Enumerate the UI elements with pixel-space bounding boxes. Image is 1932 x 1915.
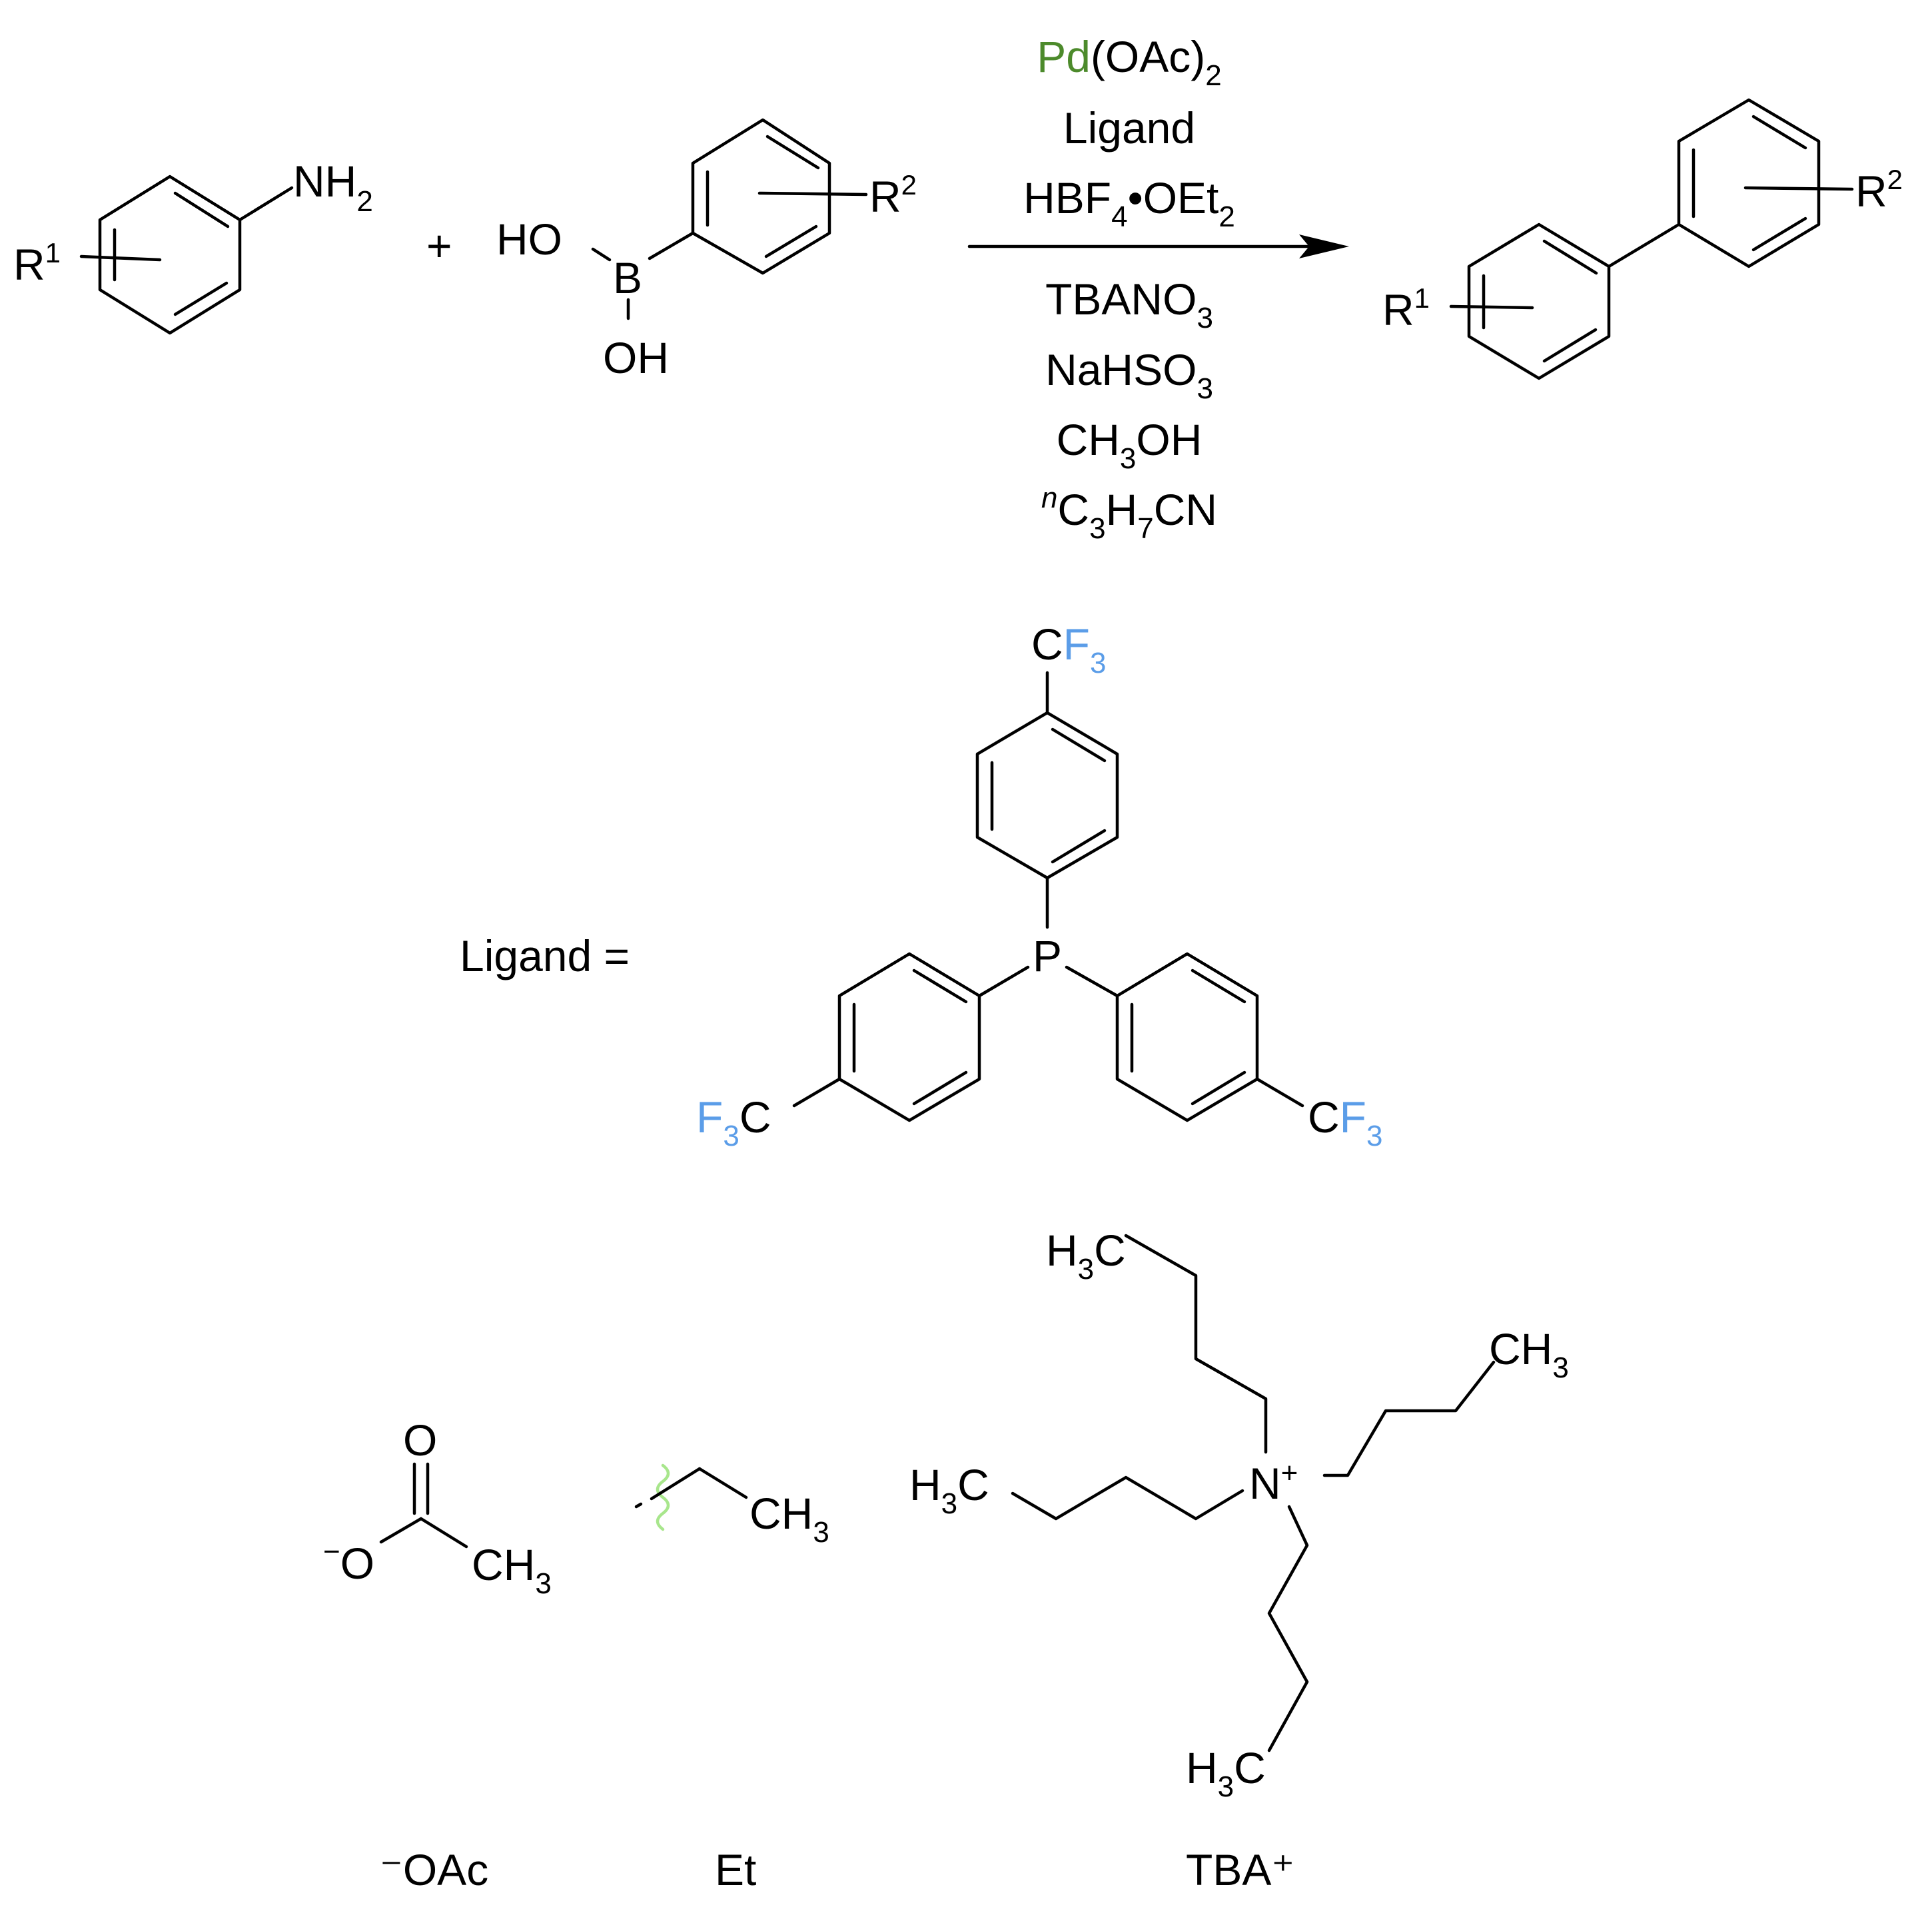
condition-tbano3: TBANO3	[1045, 274, 1213, 334]
acetate-double-o-label: O	[403, 1415, 437, 1465]
acetate-cc-bond	[419, 1517, 468, 1549]
boronic-acid-b-label: B	[613, 253, 642, 302]
aniline-cn-bond	[238, 186, 294, 222]
ligand-structure: CF3 P F3C CF3	[696, 619, 1382, 1152]
tba-left-h3c-label: H3C	[909, 1460, 989, 1520]
acetate-single-o-label: −O	[323, 1535, 374, 1588]
boronic-acid: HO B OH R2	[496, 118, 917, 382]
tba-butyl-chain-right	[1322, 1360, 1496, 1477]
acetate-caption: ⁻OAc	[380, 1845, 488, 1894]
ethyl-ch2-bond	[650, 1467, 702, 1501]
tba-butyl-chain-lower	[1267, 1505, 1309, 1752]
ligand-left-cf3-bond	[792, 1077, 841, 1108]
condition-pd-oac2: Pd(OAc)2	[1037, 32, 1222, 92]
product-biaryl-bond	[1607, 222, 1681, 268]
aniline-r1-label: R1	[13, 237, 61, 289]
ligand-definition-label: Ligand =	[460, 931, 630, 980]
ligand-top-ring	[975, 711, 1119, 880]
product-r2-bond	[1743, 186, 1854, 191]
ligand-right-cf3-label: CF3	[1308, 1092, 1382, 1152]
ethyl-structure: CH3	[634, 1463, 829, 1549]
boronic-acid-ring-double-bond	[764, 224, 818, 258]
boronic-acid-ho-label: HO	[496, 214, 562, 264]
ligand-right-cf3-bond	[1255, 1077, 1304, 1108]
aniline-ring-double-bond	[173, 191, 230, 228]
tba-right-ch3-label: CH3	[1489, 1324, 1569, 1384]
conditions-below: TBANO3 NaHSO3 CH3OH nC3H7CN	[1041, 274, 1217, 545]
ligand-left-cf3-label: F3C	[696, 1092, 771, 1152]
product-r1-label: R1	[1382, 282, 1430, 334]
tba-upper-h3c-label: H3C	[1046, 1226, 1126, 1286]
tba-caption: TBA⁺	[1186, 1845, 1294, 1894]
conditions-above: Pd(OAc)2 Ligand HBF4•OEt2	[1023, 32, 1235, 233]
condition-hbf4-oet2: HBF4•OEt2	[1023, 173, 1235, 233]
aniline-nh2-label: NH2	[293, 157, 373, 218]
acetate-ch3-label: CH3	[472, 1540, 552, 1600]
boronic-acid-ring-double-bond	[765, 135, 820, 170]
product-ring-upper	[1677, 98, 1821, 268]
tba-butyl-chain-left	[1011, 1475, 1244, 1521]
ethyl-caption: Et	[715, 1845, 756, 1894]
boronic-acid-r2-label: R2	[869, 169, 917, 221]
condition-ch3oh: CH3OH	[1057, 415, 1203, 475]
ligand-top-cf3-label: CF3	[1031, 619, 1106, 679]
boronic-acid-ring	[691, 118, 831, 275]
tba-lower-h3c-label: H3C	[1186, 1743, 1266, 1803]
boronic-acid-r2-bond	[757, 191, 868, 196]
tba-butyl-chain-upper	[1124, 1234, 1268, 1454]
product-r1-bond	[1449, 304, 1534, 310]
tba-structure: N+ H3C CH3 H3C H3C	[909, 1226, 1569, 1803]
ethyl-cc-bond	[698, 1467, 748, 1499]
boronic-acid-oh-label: OH	[603, 333, 669, 382]
acetate-co-single-bond	[379, 1517, 423, 1544]
ligand-p-right-bond	[1065, 965, 1119, 998]
aniline-ring	[98, 175, 242, 335]
ligand-left-ring	[837, 952, 981, 1122]
ethyl-wavy-bond	[656, 1463, 670, 1531]
biaryl-product: R1 R2	[1382, 98, 1903, 380]
condition-npr-cn: nC3H7CN	[1041, 482, 1217, 545]
aniline: R1 NH2	[13, 157, 373, 335]
condition-ligand: Ligand	[1063, 103, 1195, 153]
boronic-acid-cb-bond	[648, 231, 695, 260]
condition-nahso3: NaHSO3	[1045, 345, 1213, 405]
ligand-phosphorus-label: P	[1033, 931, 1062, 980]
aniline-ring-double-bond	[173, 281, 229, 316]
plus-sign: +	[426, 221, 452, 270]
ligand-right-ring	[1115, 952, 1259, 1122]
reaction-arrow	[967, 234, 1349, 258]
ethyl-ch3-label: CH3	[749, 1489, 829, 1549]
tba-nitrogen-label: N+	[1249, 1457, 1298, 1508]
product-ring-lower	[1467, 222, 1611, 380]
boronic-acid-bo-bond-upper	[591, 247, 612, 262]
acetate-structure: −O O CH3	[323, 1415, 552, 1600]
ligand-p-left-bond	[977, 965, 1030, 998]
product-r2-label: R2	[1855, 164, 1903, 216]
aniline-r1-bond	[79, 254, 162, 262]
